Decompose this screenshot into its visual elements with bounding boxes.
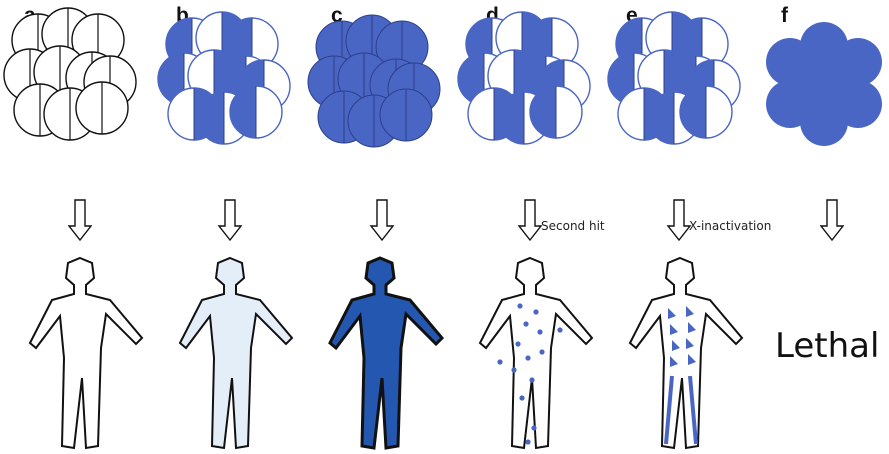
arrow-shape-b <box>219 200 241 240</box>
arrow-shape-d <box>519 200 541 240</box>
cell-cluster-f <box>766 22 882 146</box>
person-outline-a <box>30 258 142 448</box>
arrow-shape-f <box>821 200 843 240</box>
person-figure-a <box>30 258 142 448</box>
lesion-spot-0 <box>517 303 522 308</box>
lesion-spot-12 <box>531 425 536 430</box>
person-outline-e <box>630 258 742 448</box>
cell-cluster-b <box>158 12 290 144</box>
down-arrow-a <box>69 200 91 240</box>
lesion-spot-13 <box>525 439 530 444</box>
f-center <box>788 48 860 120</box>
person-outline-c <box>330 258 442 448</box>
down-arrow-f <box>821 200 843 240</box>
lesion-spot-4 <box>515 341 520 346</box>
person-outline-d <box>480 258 592 448</box>
person-figure-b <box>180 258 292 448</box>
cell-cluster-a <box>4 8 136 140</box>
down-arrow-e <box>668 200 690 240</box>
down-arrow-d <box>519 200 541 240</box>
arrow-shape-a <box>69 200 91 240</box>
lesion-spot-8 <box>529 377 534 382</box>
arrow-shape-c <box>371 200 393 240</box>
down-arrow-c <box>371 200 393 240</box>
lesion-spot-9 <box>497 359 502 364</box>
lesion-spot-10 <box>557 327 562 332</box>
lesion-spot-3 <box>537 329 542 334</box>
person-figure-e <box>630 258 742 448</box>
arrow-shape-e <box>668 200 690 240</box>
person-figure-d <box>480 258 592 448</box>
cell-cluster-c <box>308 15 440 147</box>
lesion-spot-7 <box>511 367 516 372</box>
lesion-spot-5 <box>525 355 530 360</box>
cell-cluster-e <box>608 12 740 144</box>
lesion-spot-2 <box>523 321 528 326</box>
person-outline-b <box>180 258 292 448</box>
lesion-spot-6 <box>539 349 544 354</box>
lesion-spot-11 <box>519 395 524 400</box>
lesion-spot-1 <box>533 309 538 314</box>
down-arrow-b <box>219 200 241 240</box>
cell-cluster-d <box>458 12 590 144</box>
person-figure-c <box>330 258 442 448</box>
